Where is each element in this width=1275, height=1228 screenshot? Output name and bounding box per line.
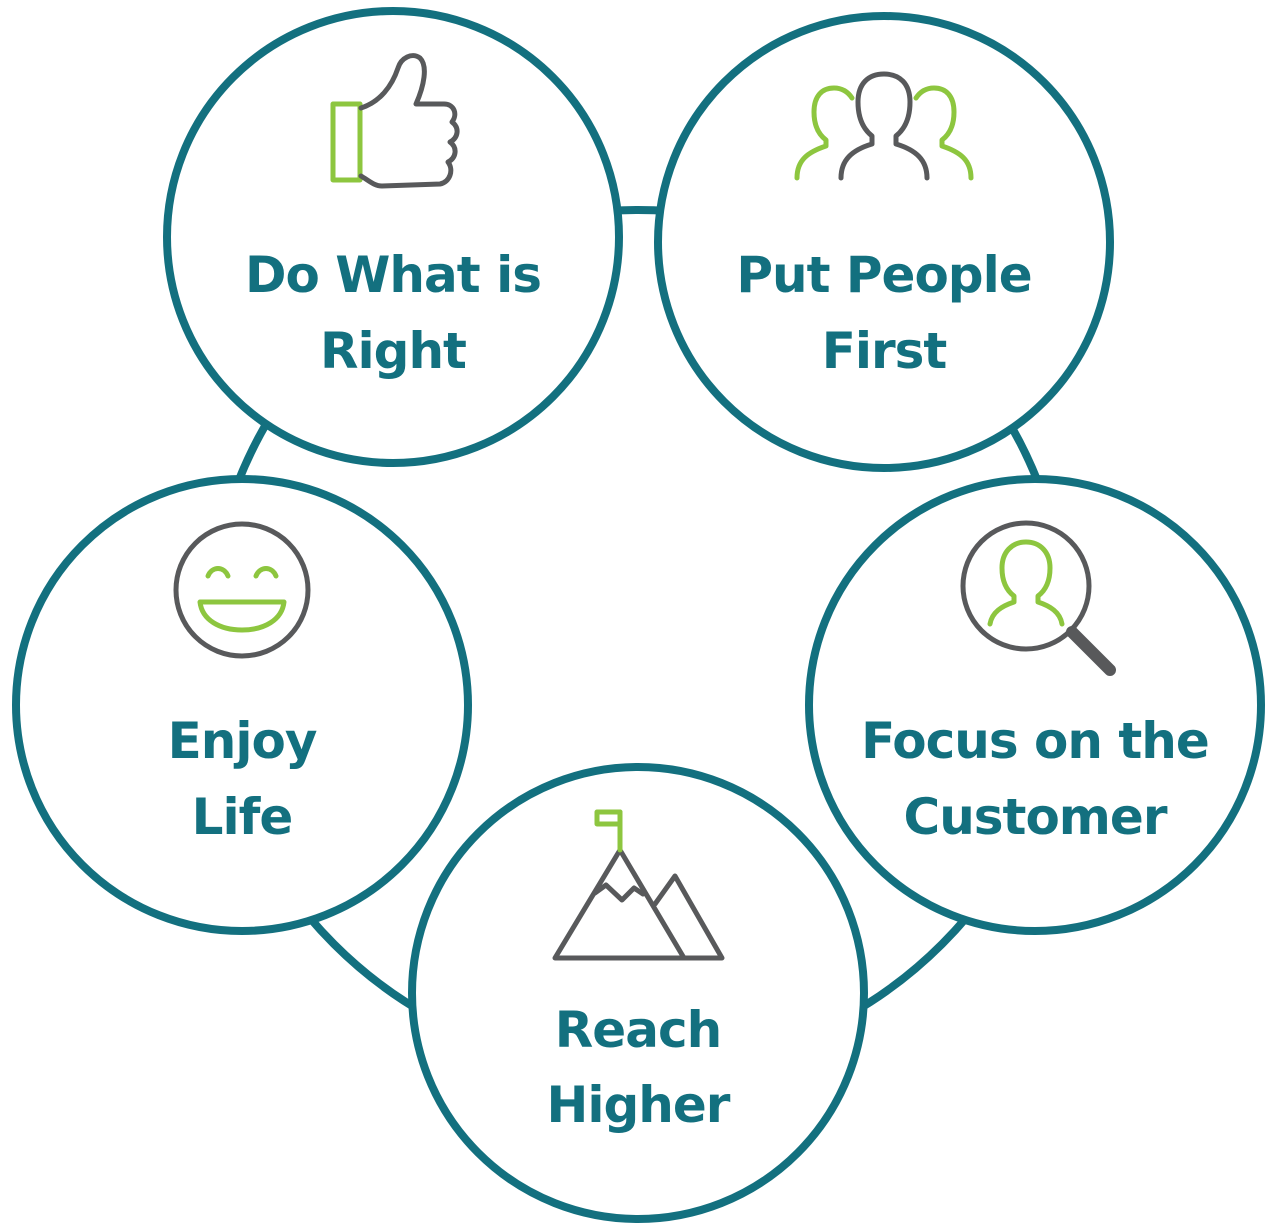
node-circle: [163, 7, 623, 467]
node-label-line2: Customer: [904, 788, 1168, 846]
node-label-line1: Reach: [555, 1001, 721, 1059]
node-label-line1: Put People: [736, 246, 1031, 304]
node-reach-higher: Reach Higher: [408, 763, 868, 1223]
thumbs-up-icon: [330, 53, 460, 189]
node-circle: [654, 12, 1114, 472]
node-label-line2: Life: [192, 788, 293, 846]
node-label-line1: Enjoy: [168, 712, 317, 770]
node-put-people-first: Put People First: [654, 12, 1114, 472]
node-circle: [12, 475, 472, 935]
node-circle: [408, 763, 868, 1223]
node-enjoy-life: Enjoy Life: [12, 475, 472, 935]
node-focus-on-the-customer: Focus on the Customer: [805, 475, 1265, 935]
people-group-icon: [794, 71, 974, 181]
node-label-line1: Focus on the: [861, 712, 1209, 770]
smiley-face-icon: [173, 521, 311, 659]
node-do-what-is-right: Do What is Right: [163, 7, 623, 467]
node-label-line2: Higher: [547, 1076, 731, 1134]
mountain-flag-icon: [552, 809, 725, 961]
node-label-line2: Right: [320, 322, 466, 380]
node-label-line2: First: [822, 322, 947, 380]
magnifier-person-icon: [960, 520, 1116, 676]
node-label-line1: Do What is: [245, 246, 541, 304]
node-circle: [805, 475, 1265, 935]
